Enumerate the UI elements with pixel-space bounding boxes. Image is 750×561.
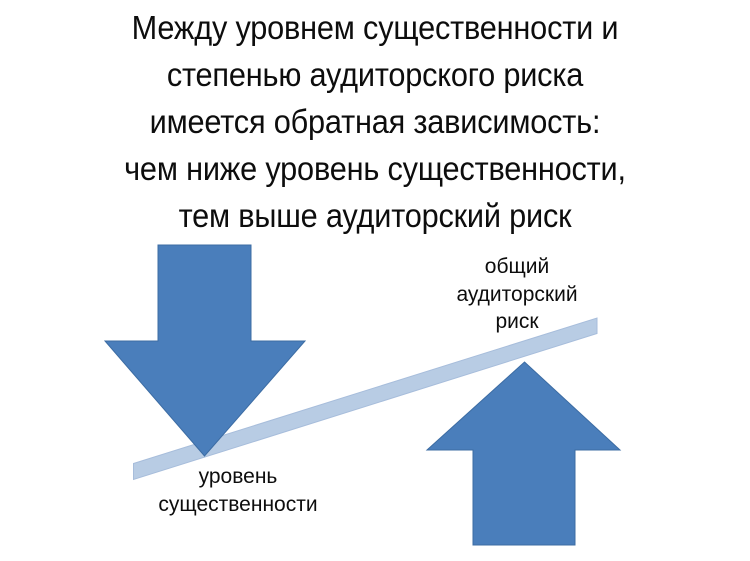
materiality-line-1: уровень <box>198 465 278 488</box>
page-title: Между уровнем существенности и степенью … <box>0 4 750 239</box>
title-line-1: Между уровнем существенности и <box>131 9 619 46</box>
down-arrow-icon <box>103 244 307 457</box>
label-materiality-level: уровень существенности <box>78 463 398 518</box>
title-line-5: тем выше аудиторский риск <box>178 197 572 234</box>
materiality-line-2: существенности <box>158 492 318 516</box>
audit-risk-line-3: риск <box>495 310 539 333</box>
balance-beam-icon <box>133 317 598 481</box>
label-overall-audit-risk: общий аудиторский риск <box>407 253 627 336</box>
audit-risk-line-2: аудиторский <box>456 282 578 306</box>
up-arrow-icon <box>425 361 622 546</box>
title-line-2: степенью аудиторского риска <box>166 56 584 93</box>
title-line-3: имеется обратная зависимость: <box>149 103 601 140</box>
title-line-4: чем ниже уровень существенности, <box>124 150 626 187</box>
audit-risk-line-1: общий <box>484 255 550 278</box>
